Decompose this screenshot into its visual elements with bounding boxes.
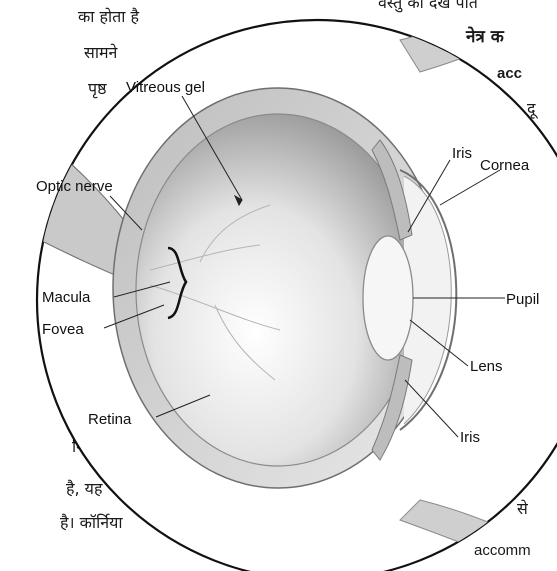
upper-muscle	[400, 0, 545, 72]
label-retina: Retina	[88, 411, 132, 428]
label-cornea: Cornea	[480, 157, 530, 174]
label-vitreous-gel: Vitreous gel	[126, 79, 205, 96]
lens-shape	[363, 236, 413, 360]
label-lens: Lens	[470, 358, 503, 375]
label-macula: Macula	[42, 289, 91, 306]
label-iris-bottom: Iris	[460, 429, 480, 446]
label-iris-top: Iris	[452, 145, 472, 162]
label-pupil: Pupil	[506, 291, 539, 308]
label-optic-nerve: Optic nerve	[36, 178, 113, 195]
label-fovea: Fovea	[42, 321, 84, 338]
